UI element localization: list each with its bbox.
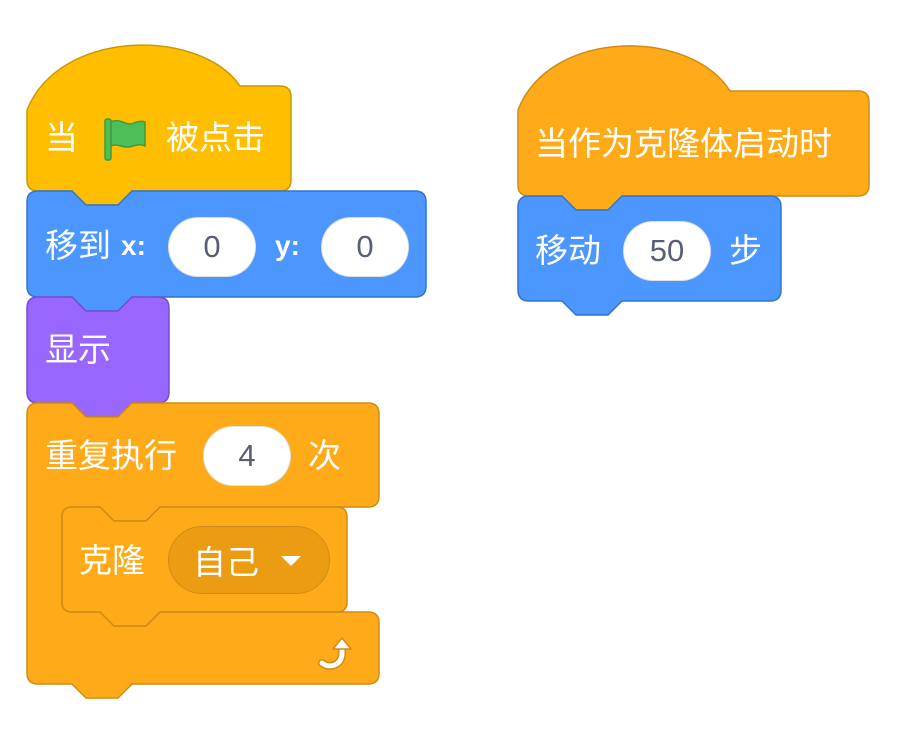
x-value-input[interactable]: 0 (168, 217, 256, 277)
move-steps-input[interactable]: 50 (623, 221, 711, 281)
go-to-label: 移到 (45, 226, 111, 265)
when-label: 当 (45, 118, 78, 157)
clone-target-dropdown[interactable]: 自己 (168, 526, 330, 594)
repeat-label: 重复执行 (45, 436, 177, 475)
x-label: x: (121, 230, 146, 261)
clone-target-value: 自己 (193, 543, 259, 582)
clone-label: 克隆 (79, 541, 145, 580)
move-label: 移动 (535, 231, 601, 270)
dropdown-arrow-icon[interactable] (281, 556, 301, 566)
show-label: 显示 (45, 330, 111, 369)
steps-label: 步 (729, 231, 762, 270)
when-start-as-clone-label: 当作为克隆体启动时 (535, 124, 832, 163)
times-label: 次 (308, 436, 341, 475)
repeat-times-input[interactable]: 4 (203, 426, 291, 486)
green-flag-icon[interactable] (101, 116, 149, 162)
loop-arrow-icon (318, 637, 352, 670)
y-value-input[interactable]: 0 (321, 217, 409, 277)
y-label: y: (275, 230, 300, 261)
clicked-label: 被点击 (166, 118, 265, 157)
